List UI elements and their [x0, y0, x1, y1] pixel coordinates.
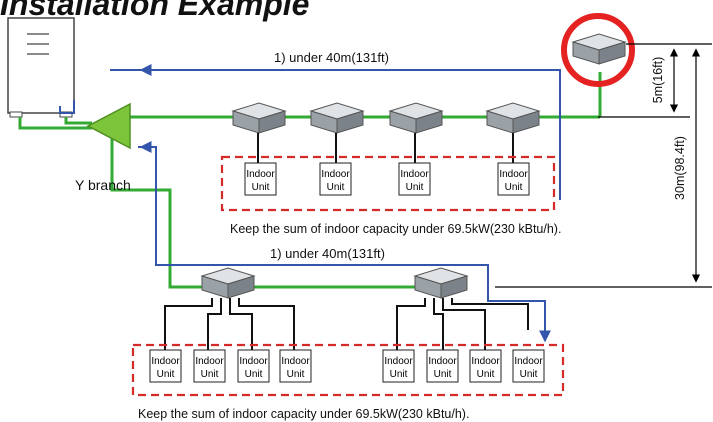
- svg-text:Indoor: Indoor: [514, 356, 543, 367]
- svg-text:Unit: Unit: [287, 369, 305, 380]
- branch-box-upper-2: [309, 102, 365, 134]
- svg-text:Indoor: Indoor: [499, 169, 528, 180]
- capacity-note-lower: Keep the sum of indoor capacity under 69…: [138, 407, 469, 421]
- highlight-circle: [561, 13, 635, 87]
- svg-text:Indoor: Indoor: [428, 356, 457, 367]
- indoor-unit-upper-1: Indoor Unit: [244, 162, 277, 196]
- indoor-unit-lower-3: Indoor Unit: [237, 349, 270, 383]
- branch-box-upper-4: [485, 102, 541, 134]
- svg-text:Unit: Unit: [434, 369, 452, 380]
- svg-text:Indoor: Indoor: [400, 169, 429, 180]
- height-label-long: 30m(98.4ft): [673, 136, 687, 200]
- svg-text:Indoor: Indoor: [151, 356, 180, 367]
- svg-text:Unit: Unit: [157, 369, 175, 380]
- upper-group-box: [220, 155, 556, 212]
- y-branch-label: Y branch: [75, 177, 131, 193]
- branch-box-highlighted: [571, 33, 627, 65]
- indoor-unit-lower-1: Indoor Unit: [149, 349, 182, 383]
- height-label-short: 5m(16ft): [651, 57, 665, 104]
- svg-text:Unit: Unit: [245, 369, 263, 380]
- branch-box-lower-1: [200, 267, 256, 299]
- upper-connection-lines: [257, 133, 514, 163]
- y-branch-icon: [86, 102, 131, 150]
- pipe-length-label-upper: 1) under 40m(131ft): [274, 50, 389, 65]
- branch-box-lower-2: [413, 267, 469, 299]
- height-dimensions: [495, 43, 712, 288]
- indoor-unit-lower-5: Indoor Unit: [382, 349, 415, 383]
- indoor-unit-upper-3: Indoor Unit: [398, 162, 431, 196]
- pipe-length-label-lower: 1) under 40m(131ft): [270, 246, 385, 261]
- distance-arrows: [59, 64, 561, 343]
- branch-box-upper-3: [388, 102, 444, 134]
- svg-text:Indoor: Indoor: [281, 356, 310, 367]
- svg-text:Unit: Unit: [505, 182, 523, 193]
- lower-group-box: [131, 343, 565, 397]
- svg-text:Unit: Unit: [252, 182, 270, 193]
- indoor-unit-lower-8: Indoor Unit: [512, 349, 545, 383]
- svg-text:Indoor: Indoor: [471, 356, 500, 367]
- svg-text:Indoor: Indoor: [239, 356, 268, 367]
- svg-text:Indoor: Indoor: [246, 169, 275, 180]
- svg-text:Unit: Unit: [390, 369, 408, 380]
- indoor-unit-lower-2: Indoor Unit: [193, 349, 226, 383]
- diagram-title: Installation Example: [0, 0, 310, 22]
- svg-text:Unit: Unit: [201, 369, 219, 380]
- indoor-unit-upper-4: Indoor Unit: [497, 162, 530, 196]
- svg-text:Unit: Unit: [520, 369, 538, 380]
- capacity-note-upper: Keep the sum of indoor capacity under 69…: [230, 222, 561, 236]
- branch-box-upper-1: [231, 102, 287, 134]
- svg-text:Unit: Unit: [477, 369, 495, 380]
- svg-text:Indoor: Indoor: [321, 169, 350, 180]
- indoor-unit-lower-4: Indoor Unit: [279, 349, 312, 383]
- indoor-unit-lower-6: Indoor Unit: [426, 349, 459, 383]
- indoor-unit-upper-2: Indoor Unit: [319, 162, 352, 196]
- svg-text:Unit: Unit: [406, 182, 424, 193]
- svg-text:Indoor: Indoor: [384, 356, 413, 367]
- outdoor-unit: [7, 17, 75, 118]
- indoor-unit-lower-7: Indoor Unit: [469, 349, 502, 383]
- svg-text:Unit: Unit: [327, 182, 345, 193]
- svg-text:Indoor: Indoor: [195, 356, 224, 367]
- lower-connection-lines: [164, 298, 529, 350]
